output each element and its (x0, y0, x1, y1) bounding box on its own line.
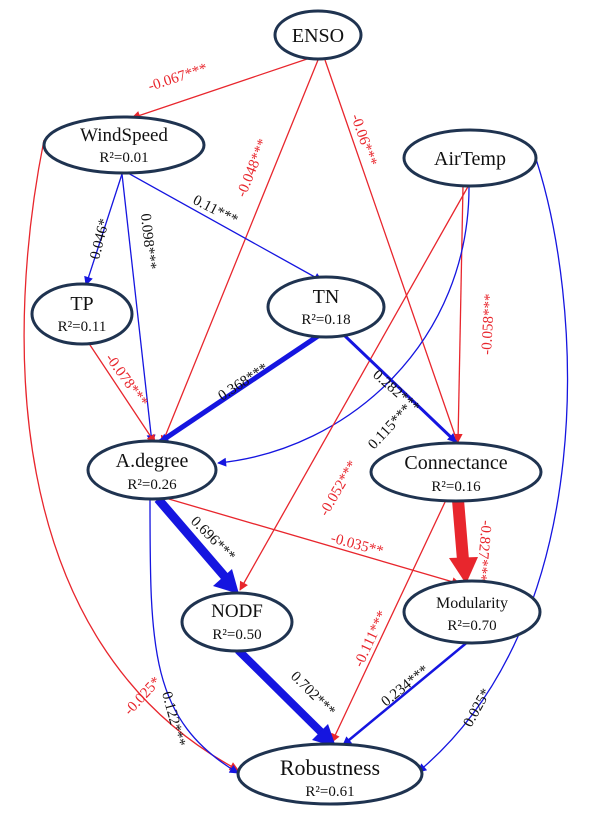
label-tn-adegree: 0.368*** (215, 360, 271, 404)
label-windspeed-tp: 0.046* (87, 217, 113, 261)
path-connectance-modularity (452, 499, 469, 561)
path-airtemp-connectance (453, 185, 464, 443)
node-modularity-name: Modularity (436, 595, 508, 612)
path-adegree-robustness (149, 498, 239, 774)
node-connectance-r2: R²=0.16 (431, 479, 481, 495)
path-nodf-robustness (235, 647, 325, 736)
node-tp-name: TP (70, 293, 93, 315)
node-robustness: Robustness R²=0.61 (236, 742, 424, 806)
label-enso-windspeed: -0.067*** (146, 61, 209, 95)
path-tn-adegree (158, 333, 320, 445)
path-windspeed-tn (125, 171, 323, 282)
path-windspeed-tp (84, 173, 123, 286)
label-windspeed-adegree: 0.098*** (137, 213, 159, 271)
node-windspeed-name: WindSpeed (80, 125, 168, 146)
path-modularity-robustness (342, 639, 471, 746)
label-adegree-modularity: -0.035** (329, 530, 385, 559)
node-enso: ENSO (273, 9, 363, 61)
label-nodf-robustness: 0.702*** (287, 669, 338, 720)
path-enso-windspeed (131, 57, 311, 120)
path-adegree-nodf (154, 496, 230, 581)
node-windspeed-r2: R²=0.01 (99, 150, 148, 166)
label-enso-adegree: -0.048*** (234, 137, 272, 200)
node-airtemp-name: AirTemp (434, 148, 506, 170)
label-windspeed-tn: 0.11*** (190, 192, 240, 228)
path-adegree-nodf-arrowhead (213, 569, 239, 594)
path-airtemp-robustness (417, 149, 569, 773)
label-connectance-modularity: -0.827*** (473, 520, 494, 582)
node-nodf-name: NODF (211, 601, 263, 622)
node-enso-name: ENSO (292, 25, 344, 47)
label-airtemp-nodf: -0.052*** (317, 458, 361, 519)
label-modularity-robustness: 0.234*** (378, 662, 432, 710)
node-airtemp: AirTemp (402, 128, 538, 188)
node-tp: TP R²=0.11 (30, 282, 134, 346)
path-adegree-modularity (161, 496, 461, 587)
node-tn: TN R²=0.18 (266, 275, 386, 339)
path-tn-connectance (343, 334, 458, 444)
path-nodf-robustness-arrowhead (312, 724, 336, 747)
node-nodf-r2: R²=0.50 (212, 627, 261, 643)
node-connectance: Connectance R²=0.16 (369, 441, 543, 503)
node-nodf: NODF R²=0.50 (180, 591, 294, 653)
path-airtemp-nodf (239, 182, 471, 591)
node-tn-r2: R²=0.18 (301, 312, 350, 328)
path-connectance-modularity-arrowhead (449, 557, 478, 584)
node-adegree-r2: R²=0.26 (127, 477, 177, 493)
label-adegree-robustness: 0.122*** (158, 690, 188, 748)
node-modularity: Modularity R²=0.70 (402, 579, 542, 645)
path-connectance-robustness (331, 499, 447, 743)
label-airtemp-connectance: -0.058*** (479, 293, 498, 355)
path-airtemp-adegree (217, 184, 470, 467)
node-adegree: A.degree R²=0.26 (86, 439, 218, 501)
node-robustness-name: Robustness (280, 755, 380, 780)
path-enso-adegree (160, 59, 319, 445)
label-airtemp-robustness: 0.025* (461, 686, 495, 730)
node-windspeed: WindSpeed R²=0.01 (42, 115, 206, 175)
node-adegree-name: A.degree (116, 450, 189, 472)
node-modularity-r2: R²=0.70 (447, 618, 496, 634)
path-windspeed-adegree (121, 173, 156, 444)
node-robustness-r2: R²=0.61 (305, 784, 354, 800)
path-arrows (23, 57, 569, 774)
node-connectance-name: Connectance (404, 452, 507, 474)
path-windspeed-robustness (23, 139, 239, 771)
node-tp-r2: R²=0.11 (58, 319, 107, 335)
path-tp-adegree (87, 341, 156, 444)
node-tn-name: TN (313, 286, 340, 308)
path-enso-connectance (324, 59, 460, 445)
